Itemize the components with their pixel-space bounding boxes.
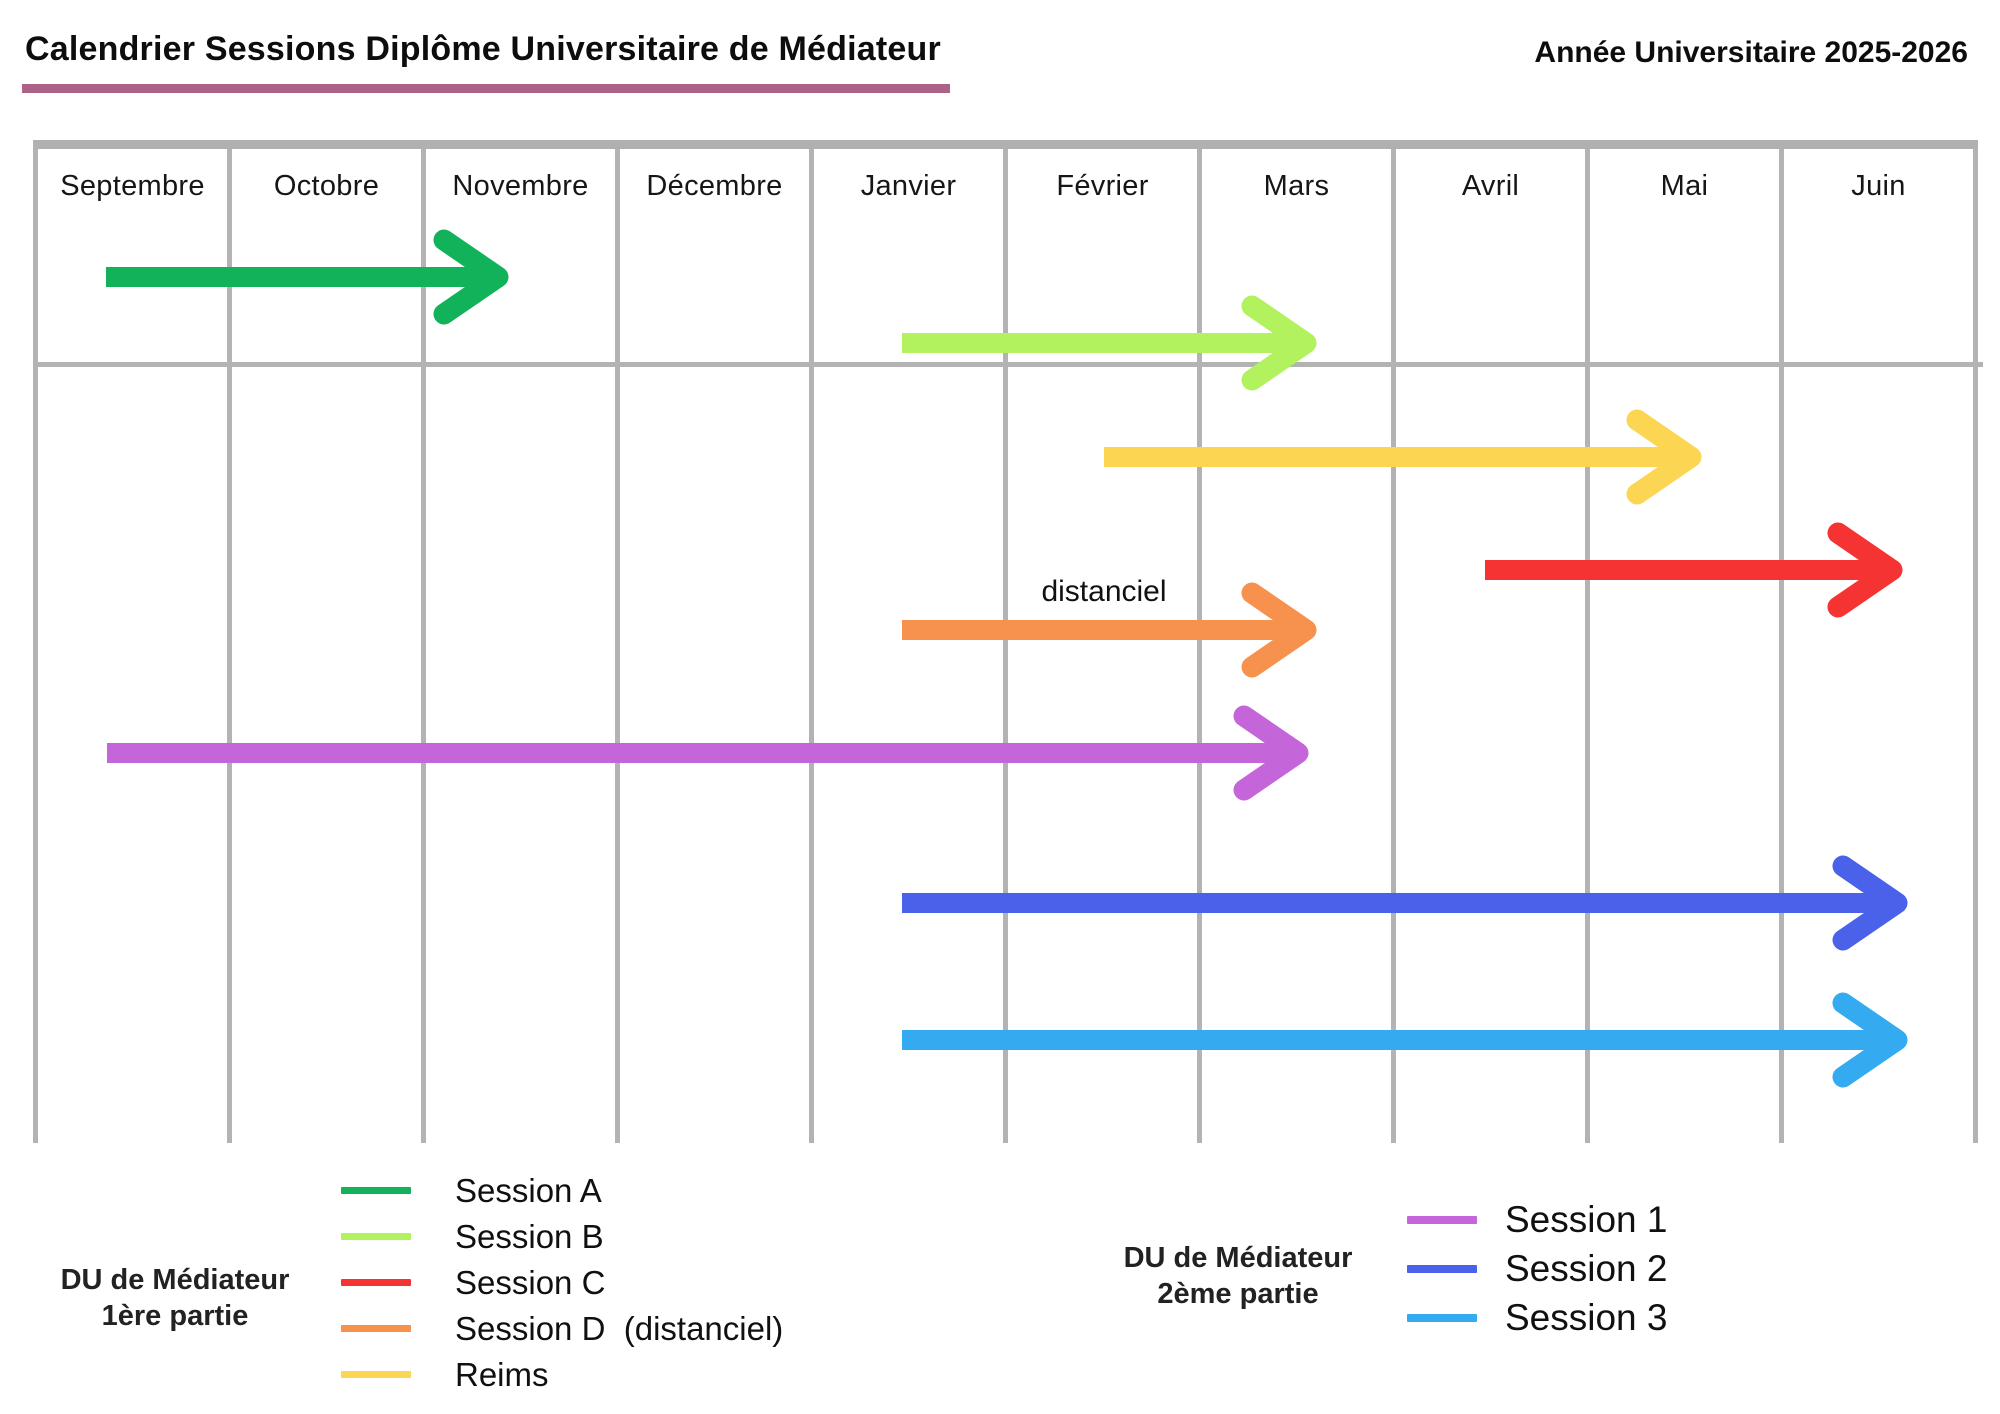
title-underline	[22, 84, 950, 93]
legend-item-session-d: Session D (distanciel)	[341, 1309, 784, 1347]
legend-label: Session B	[455, 1217, 604, 1255]
legend-right-title-line2: 2ème partie	[1157, 1278, 1319, 1311]
month-header-janvier: Janvier	[860, 169, 957, 202]
legend-item-session-3: Session 3	[1407, 1297, 1668, 1338]
column-juin: Juin	[1784, 149, 1978, 1143]
legend-item-reims: Reims	[341, 1355, 783, 1393]
month-header-decembre: Décembre	[646, 169, 783, 202]
column-octobre: Octobre	[232, 149, 426, 1143]
legend-label: Session D (distanciel)	[455, 1309, 784, 1347]
month-header-avril: Avril	[1461, 169, 1520, 202]
session-a-color-swatch	[341, 1187, 411, 1194]
calendar-grid: Septembre Octobre Novembre Décembre Janv…	[33, 140, 1983, 1143]
header-separator-line	[38, 362, 1983, 367]
legend-label: Session C	[455, 1263, 606, 1301]
legend-left: Session A Session B Session C Session D …	[341, 1171, 784, 1393]
legend-item-session-a: Session A	[341, 1171, 783, 1209]
legend-item-session-1: Session 1	[1407, 1199, 1668, 1240]
column-novembre: Novembre	[426, 149, 620, 1143]
reims-color-swatch	[341, 1371, 411, 1378]
legend-label: Session 2	[1505, 1247, 1668, 1289]
legend-right: Session 1 Session 2 Session 3	[1407, 1199, 1668, 1338]
legend-right-title: DU de Médiateur 2ème partie	[1088, 1240, 1388, 1313]
month-header-fevrier: Février	[1056, 169, 1149, 202]
column-decembre: Décembre	[620, 149, 814, 1143]
distanciel-annotation: distanciel	[1041, 575, 1167, 608]
month-header-novembre: Novembre	[452, 169, 589, 202]
academic-year-label: Année Universitaire 2025-2026	[1534, 36, 1968, 69]
page-title: Calendrier Sessions Diplôme Universitair…	[25, 30, 941, 68]
session-c-color-swatch	[341, 1279, 411, 1286]
legend-item-session-c: Session C	[341, 1263, 783, 1301]
legend-label: Session 1	[1505, 1198, 1668, 1240]
legend-item-session-b: Session B	[341, 1217, 783, 1255]
legend-label: Session 3	[1505, 1296, 1668, 1338]
column-septembre: Septembre	[38, 149, 232, 1143]
legend-item-session-2: Session 2	[1407, 1248, 1668, 1289]
session-d-color-swatch	[341, 1325, 411, 1332]
column-janvier: Janvier	[814, 149, 1008, 1143]
session-2-color-swatch	[1407, 1264, 1477, 1273]
legend-left-title-line2: 1ère partie	[101, 1300, 249, 1333]
column-mars: Mars	[1202, 149, 1396, 1143]
month-header-octobre: Octobre	[273, 169, 380, 202]
column-mai: Mai	[1590, 149, 1784, 1143]
session-3-color-swatch	[1407, 1313, 1477, 1322]
legend-left-title: DU de Médiateur 1ère partie	[40, 1262, 310, 1335]
legend-label: Session A	[455, 1171, 602, 1209]
column-avril: Avril	[1396, 149, 1590, 1143]
column-fevrier: Février	[1008, 149, 1202, 1143]
month-header-mars: Mars	[1263, 169, 1330, 202]
month-header-septembre: Septembre	[60, 169, 205, 202]
session-1-color-swatch	[1407, 1215, 1477, 1224]
legend-label: Reims	[455, 1355, 549, 1393]
legend-right-title-line1: DU de Médiateur	[1123, 1242, 1353, 1274]
month-header-mai: Mai	[1660, 169, 1709, 202]
session-b-color-swatch	[341, 1233, 411, 1240]
legend-left-title-line1: DU de Médiateur	[60, 1264, 290, 1296]
month-header-juin: Juin	[1851, 169, 1906, 202]
